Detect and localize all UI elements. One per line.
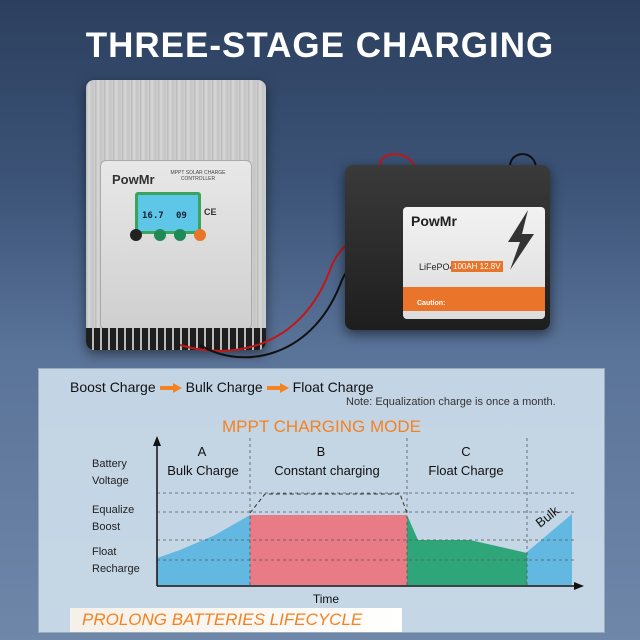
arrow-right-icon bbox=[266, 383, 289, 394]
bulk-area bbox=[157, 515, 250, 585]
phase-b-letter: B bbox=[317, 444, 326, 459]
footer-text: PROLONG BATTERIES LIFECYCLE bbox=[82, 610, 363, 629]
y-axis-arrow-icon bbox=[153, 436, 161, 446]
battery-image: PowMr LiFePO4 100AH 12.8V Caution: bbox=[345, 165, 550, 330]
phase-c-letter: C bbox=[461, 444, 470, 459]
controller-lcd: 16.7 09 bbox=[135, 192, 201, 234]
battery-caution: Caution: bbox=[417, 300, 446, 307]
y-level-float: Float bbox=[92, 546, 116, 558]
x-axis-label: Time bbox=[313, 592, 340, 606]
lightning-icon bbox=[508, 210, 534, 270]
phase-a-name: Bulk Charge bbox=[167, 463, 239, 478]
chart-title: MPPT CHARGING MODE bbox=[222, 417, 421, 436]
equalization-note: Note: Equalization charge is once a mont… bbox=[346, 396, 556, 408]
battery-capacity: 100AH 12.8V bbox=[451, 261, 503, 272]
down-button-icon bbox=[174, 229, 186, 241]
charging-info-panel bbox=[38, 368, 605, 633]
equalize-dashed-path bbox=[249, 493, 408, 514]
x-axis-arrow-icon bbox=[574, 582, 584, 590]
constant-area bbox=[250, 515, 407, 585]
page-title: THREE-STAGE CHARGING bbox=[85, 26, 555, 65]
up-button-icon bbox=[154, 229, 166, 241]
stage-bulk: Bulk Charge bbox=[185, 379, 263, 395]
arrow-right-icon bbox=[159, 383, 182, 394]
controller-label: MPPT SOLAR CHARGE CONTROLLER bbox=[170, 170, 226, 182]
controller-front-panel bbox=[100, 160, 252, 330]
y-level-recharge: Recharge bbox=[92, 563, 140, 575]
controller-brand: PowMr bbox=[112, 172, 155, 187]
bulk-again-area bbox=[527, 514, 572, 585]
battery-brand: PowMr bbox=[411, 213, 457, 229]
phase-b-name: Constant charging bbox=[274, 463, 380, 478]
menu-button-icon bbox=[130, 229, 142, 241]
lcd-voltage: 16.7 bbox=[142, 211, 164, 221]
phase-c-name: Float Charge bbox=[428, 463, 503, 478]
stage-boost: Boost Charge bbox=[70, 379, 156, 395]
enter-button-icon bbox=[194, 229, 206, 241]
footer-banner: PROLONG BATTERIES LIFECYCLE bbox=[70, 608, 402, 632]
battery-chemistry: LiFePO4 bbox=[419, 262, 455, 272]
phase-a-letter: A bbox=[198, 444, 207, 459]
controller-terminals bbox=[86, 328, 266, 350]
ce-mark: CE bbox=[204, 207, 217, 217]
float-area bbox=[407, 515, 527, 585]
stage-float: Float Charge bbox=[292, 379, 374, 395]
battery-warning-strip bbox=[403, 287, 545, 311]
y-level-boost: Boost bbox=[92, 521, 120, 533]
lcd-current: 09 bbox=[176, 211, 187, 221]
y-axis-label-line1: Battery bbox=[92, 458, 127, 470]
y-axis-label-line2: Voltage bbox=[92, 475, 129, 487]
stage-sequence: Boost Charge Bulk Charge Float Charge bbox=[70, 379, 374, 395]
y-level-equalize: Equalize bbox=[92, 504, 134, 516]
